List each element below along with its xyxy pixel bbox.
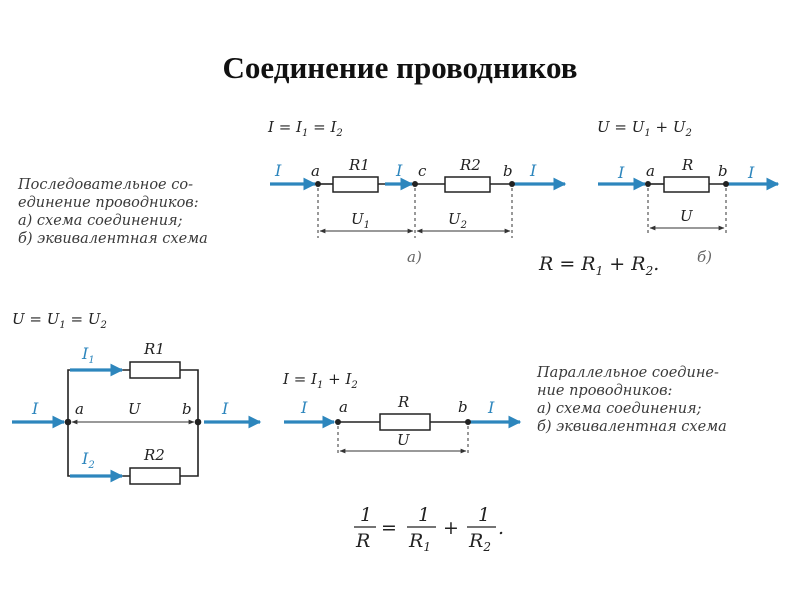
voltage-label-u: U — [128, 400, 142, 418]
resistor-r — [379, 413, 431, 431]
node-a — [335, 419, 341, 425]
parallel-circuit-a: U = U1 = U2 I I a b U R1 R2 I1 I2 — [12, 310, 262, 485]
parallel-caption: Параллельное соедине- ние проводников: а… — [537, 365, 727, 435]
resistor-r1 — [332, 176, 379, 193]
node-label-a: a — [646, 162, 655, 180]
parallel-current-formula: I = I1 + I2 — [282, 370, 358, 391]
svg-text:.: . — [498, 517, 504, 539]
svg-text:R1: R1 — [408, 530, 431, 554]
resistor-r2 — [444, 176, 491, 193]
wire — [67, 422, 130, 477]
svg-text:=: = — [381, 517, 397, 539]
svg-text:R2: R2 — [468, 530, 491, 554]
node-a — [315, 181, 321, 187]
svg-text:R: R — [355, 530, 370, 552]
node-b — [465, 419, 471, 425]
current-label-mid: I — [395, 161, 403, 180]
svg-text:+: + — [443, 517, 459, 539]
current-label-out: I — [529, 161, 537, 180]
svg-text:1: 1 — [360, 504, 372, 526]
series-resistance-formula: R = R1 + R2. — [538, 253, 659, 278]
series-caption: Последовательное со- единение проводнико… — [18, 177, 208, 247]
wire — [180, 422, 199, 477]
resistor-r2 — [129, 467, 181, 485]
node-b — [194, 418, 202, 426]
node-label-a: a — [339, 398, 348, 416]
resistor-label-r: R — [397, 393, 409, 411]
resistor-label-r2: R2 — [459, 156, 481, 174]
node-label-b: b — [718, 162, 728, 180]
subfigure-letter-b: б) — [697, 248, 712, 266]
branch-current-i2: I2 — [81, 449, 95, 471]
series-circuit-a: I = I1 = I2 I a R1 I c R2 b I U1 U2 а) — [267, 118, 567, 266]
node-b — [509, 181, 515, 187]
resistor-r1 — [129, 361, 181, 379]
voltage-label-u: U — [397, 431, 411, 449]
node-label-b: b — [503, 162, 513, 180]
branch-current-i1: I1 — [81, 344, 95, 366]
svg-text:1: 1 — [418, 504, 430, 526]
current-label-in: I — [274, 161, 282, 180]
page-title: Соединение проводников — [222, 50, 578, 85]
current-label-out: I — [747, 163, 755, 182]
current-label-out: I — [221, 399, 229, 418]
series-voltage-formula: U = U1 + U2 — [597, 118, 692, 139]
node-label-b: b — [182, 400, 192, 418]
parallel-circuit-b: I = I1 + I2 I I a b R U 1 R = 1 R1 + 1 R… — [282, 370, 522, 554]
node-label-a: a — [75, 400, 84, 418]
current-label-out: I — [487, 398, 495, 417]
parallel-resistance-formula: 1 R = 1 R1 + 1 R2 . — [354, 504, 504, 554]
parallel-voltage-formula: U = U1 = U2 — [12, 310, 107, 331]
voltage-label-u: U — [680, 207, 694, 225]
subfigure-letter-a: а) — [407, 248, 422, 266]
current-label-in: I — [31, 399, 39, 418]
voltage-label-u2: U2 — [448, 210, 467, 231]
node-a — [64, 418, 72, 426]
node-b — [723, 181, 729, 187]
node-label-b: b — [458, 398, 468, 416]
current-label-in: I — [617, 163, 625, 182]
resistor-label-r2: R2 — [143, 446, 165, 464]
resistor-label-r1: R1 — [143, 340, 165, 358]
current-label-in: I — [300, 398, 308, 417]
series-current-formula: I = I1 = I2 — [267, 118, 343, 139]
node-c — [412, 181, 418, 187]
node-a — [645, 181, 651, 187]
wire — [180, 369, 199, 422]
series-circuit-b: U = U1 + U2 I a R b I U R = R1 + R2. б) — [538, 118, 780, 278]
resistor-label-r: R — [681, 156, 693, 174]
voltage-label-u1: U1 — [351, 210, 370, 231]
resistor-label-r1: R1 — [348, 156, 370, 174]
svg-text:1: 1 — [478, 504, 490, 526]
node-label-c: c — [418, 162, 427, 180]
node-label-a: a — [311, 162, 320, 180]
resistor-r — [663, 176, 710, 193]
